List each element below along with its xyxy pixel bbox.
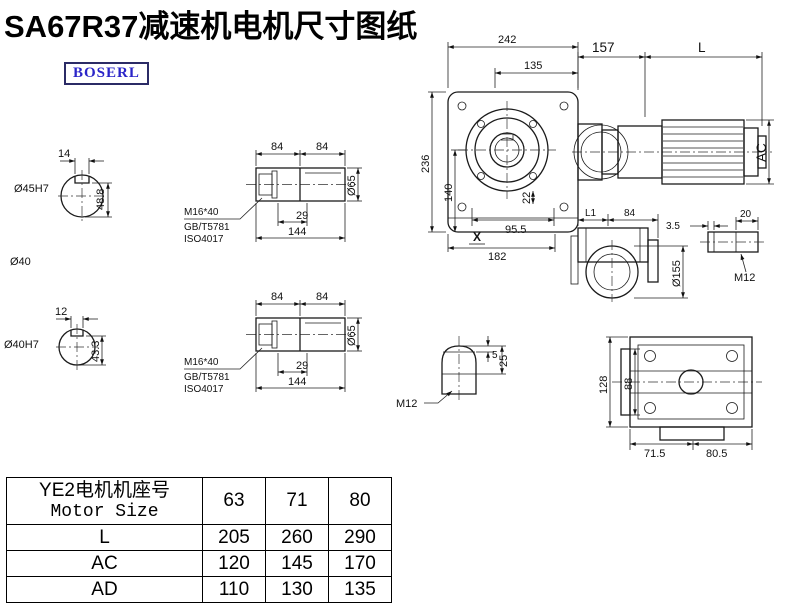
- dim-depth-25: 25: [498, 355, 510, 367]
- header-motor-size-en: Motor Size: [50, 501, 159, 522]
- value-AC-63: 120: [202, 550, 266, 577]
- dim-len-b: 84: [316, 291, 328, 303]
- header-frame-63: 63: [202, 477, 266, 525]
- dim-keyway-depth: 48.8: [95, 189, 107, 210]
- dim-hole-a: 71.5: [644, 448, 665, 460]
- value-AC-71: 145: [265, 550, 329, 577]
- dim-flange-dia: Ø155: [671, 260, 683, 287]
- view-shaft-end-top: 14 48.8 Ø45H7 Ø40: [10, 148, 112, 268]
- dim-len-a: 84: [271, 291, 283, 303]
- view-shaft-side-bottom: M16*40 GB/T5781 ISO4017 84 84 29 144 Ø65: [184, 291, 362, 395]
- header-motor-size-cell: YE2电机机座号 Motor Size: [6, 477, 203, 525]
- dim-shaft-dia: Ø65: [346, 175, 358, 196]
- brand-logo: BOSERL: [64, 62, 149, 85]
- value-AD-71: 130: [265, 576, 329, 603]
- dim-overall-width: 242: [498, 34, 516, 46]
- table-row-AC: AC 120 145 170: [6, 550, 392, 577]
- dim-key-width: 14: [58, 148, 70, 160]
- view-main-front: 242 135 236 140 22 95.5 182 X: [420, 34, 579, 263]
- label-bore-dia: Ø45H7: [14, 183, 49, 195]
- label-datum-x: X: [473, 230, 481, 244]
- table-header-row: YE2电机机座号 Motor Size 63 71 80: [6, 477, 392, 525]
- view-shaft-end-bottom: 12 43.3 Ø40H7: [4, 306, 106, 370]
- dim-shaft-dia: Ø65: [346, 325, 358, 346]
- table-row-L: L 205 260 290: [6, 524, 392, 551]
- dim-foot-width: 182: [488, 251, 506, 263]
- brand-text: BOSERL: [73, 65, 140, 81]
- value-AD-63: 110: [202, 576, 266, 603]
- dim-len-total: 144: [288, 226, 306, 238]
- value-L-63: 205: [202, 524, 266, 551]
- dim-flange-offset: 135: [524, 60, 542, 72]
- dim-center-height: 140: [443, 184, 455, 202]
- view-mounting-top: 128 88 71.5 80.5: [598, 336, 762, 460]
- row-label-AD: AD: [6, 576, 203, 603]
- row-label-AC: AC: [6, 550, 203, 577]
- header-frame-71: 71: [265, 477, 329, 525]
- dim-len-c: 29: [296, 210, 308, 222]
- label-bolt-standard-gb: GB/T5781: [184, 372, 230, 383]
- dim-keyway-depth: 43.3: [90, 341, 102, 362]
- motor-size-table: YE2电机机座号 Motor Size 63 71 80 L 205 260 2…: [6, 477, 392, 603]
- dim-hole-b: 80.5: [706, 448, 727, 460]
- label-thread-m12: M12: [734, 272, 755, 284]
- label-bolt-standard-iso: ISO4017: [184, 384, 224, 395]
- value-L-80: 290: [328, 524, 392, 551]
- dim-adapter-length: 157: [592, 40, 615, 55]
- label-thread-m12: M12: [396, 398, 417, 410]
- dim-len-a: 84: [271, 141, 283, 153]
- dim-key-width: 12: [55, 306, 67, 318]
- dim-88: 88: [623, 378, 635, 390]
- header-frame-80: 80: [328, 477, 392, 525]
- dim-motor-dia: AC: [754, 143, 769, 162]
- view-motor-side: 157 L AC: [572, 40, 774, 185]
- view-shaft-tip-detail: 5 25 M12: [396, 336, 510, 410]
- page-title: SA67R37减速机电机尺寸图纸: [4, 9, 418, 44]
- dim-motor-length: L: [698, 40, 706, 55]
- dim-tab: 20: [740, 209, 752, 220]
- label-bolt-spec: M16*40: [184, 207, 219, 218]
- label-bore-dia: Ø40H7: [4, 339, 39, 351]
- dim-len-total: 144: [288, 376, 306, 388]
- value-L-71: 260: [265, 524, 329, 551]
- label-bolt-standard-gb: GB/T5781: [184, 222, 230, 233]
- value-AC-80: 170: [328, 550, 392, 577]
- label-outer-dia: Ø40: [10, 256, 31, 268]
- table-row-AD: AD 110 130 135: [6, 576, 392, 603]
- dim-step: 22: [521, 192, 533, 204]
- dim-l1: L1: [585, 208, 597, 219]
- dim-slot: 3.5: [666, 221, 680, 232]
- dim-foot-offset: 95.5: [505, 224, 526, 236]
- label-bolt-spec: M16*40: [184, 357, 219, 368]
- dim-len-c: 29: [296, 360, 308, 372]
- label-bolt-standard-iso: ISO4017: [184, 234, 224, 245]
- value-AD-80: 135: [328, 576, 392, 603]
- dim-len-b: 84: [316, 141, 328, 153]
- view-gearbox-side: L1 84 Ø155 3.5 20 M12: [570, 208, 766, 302]
- dim-overall-height: 236: [420, 155, 432, 173]
- header-motor-size-cn: YE2电机机座号: [39, 479, 170, 501]
- dim-84: 84: [624, 208, 636, 219]
- dim-128: 128: [598, 376, 610, 394]
- row-label-L: L: [6, 524, 203, 551]
- dim-depth-5: 5: [492, 350, 498, 361]
- view-shaft-side-top: M16*40 GB/T5781 ISO4017 84 84 29 144 Ø65: [184, 141, 362, 245]
